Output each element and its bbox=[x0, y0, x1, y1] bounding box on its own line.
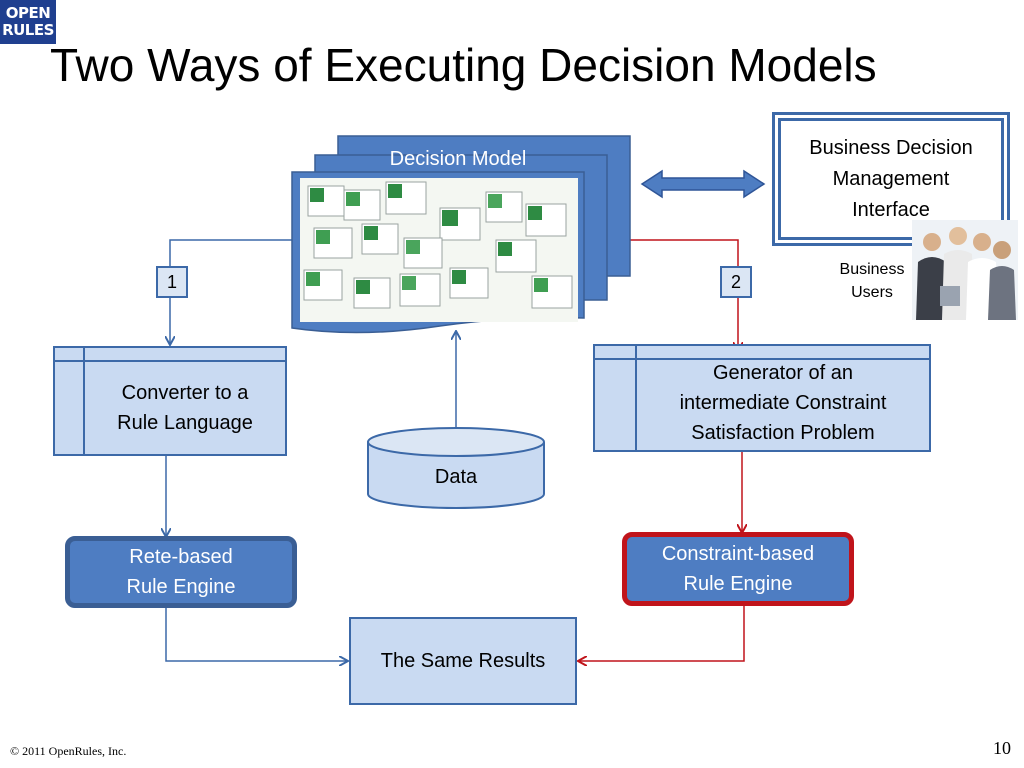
constraint-line-1: Constraint-based bbox=[661, 543, 815, 565]
slide-title: Two Ways of Executing Decision Models bbox=[50, 39, 877, 91]
logo-line-2: RULES bbox=[2, 21, 54, 39]
bdmi-line-2: Management bbox=[832, 167, 950, 190]
rete-line-2: Rule Engine bbox=[126, 576, 236, 598]
constraint-line-2: Rule Engine bbox=[683, 573, 793, 595]
generator-box: Generator of an intermediate Constraint … bbox=[593, 344, 931, 452]
logo-line-1: OPEN bbox=[5, 4, 51, 22]
generator-line-1: Generator of an bbox=[712, 362, 854, 384]
same-results-box: The Same Results bbox=[349, 617, 577, 705]
business-users-line-2: Users bbox=[851, 284, 893, 301]
converter-line-2: Rule Language bbox=[117, 412, 253, 434]
connector-constraint-to-results bbox=[579, 606, 745, 661]
double-arrow-icon bbox=[640, 169, 766, 199]
bdmi-line-1: Business Decision bbox=[809, 136, 973, 159]
openrules-logo: OPEN RULES bbox=[0, 0, 56, 44]
converter-box: Converter to a Rule Language bbox=[53, 346, 287, 456]
decision-model-label: Decision Model bbox=[389, 147, 527, 170]
path-2-number: 2 bbox=[720, 266, 752, 298]
business-users-line-1: Business bbox=[839, 261, 905, 278]
copyright: © 2011 OpenRules, Inc. bbox=[10, 744, 127, 758]
path-1-number: 1 bbox=[156, 266, 188, 298]
bdmi-line-3: Interface bbox=[852, 198, 930, 221]
spreadsheet-icons bbox=[303, 181, 573, 309]
generator-line-3: Satisfaction Problem bbox=[691, 422, 875, 444]
people-icon bbox=[912, 220, 1018, 320]
person-icon bbox=[988, 241, 1016, 320]
business-decision-management-interface: Business Decision Management Interface bbox=[778, 118, 1004, 240]
data-cylinder bbox=[367, 427, 545, 509]
rete-rule-engine: Rete-based Rule Engine bbox=[65, 536, 297, 608]
connector-rete-to-results bbox=[165, 608, 347, 661]
business-users-photo bbox=[912, 220, 1018, 320]
constraint-rule-engine: Constraint-based Rule Engine bbox=[622, 532, 854, 606]
converter-line-1: Converter to a bbox=[121, 382, 249, 404]
connector-model-to-generator bbox=[630, 239, 738, 350]
connector-model-to-converter bbox=[170, 239, 292, 344]
generator-line-2: intermediate Constraint bbox=[679, 392, 887, 414]
rete-line-1: Rete-based bbox=[129, 546, 233, 568]
business-users-label: Business Users bbox=[822, 258, 922, 304]
data-label: Data bbox=[434, 465, 478, 488]
page-number: 10 bbox=[993, 738, 1011, 758]
